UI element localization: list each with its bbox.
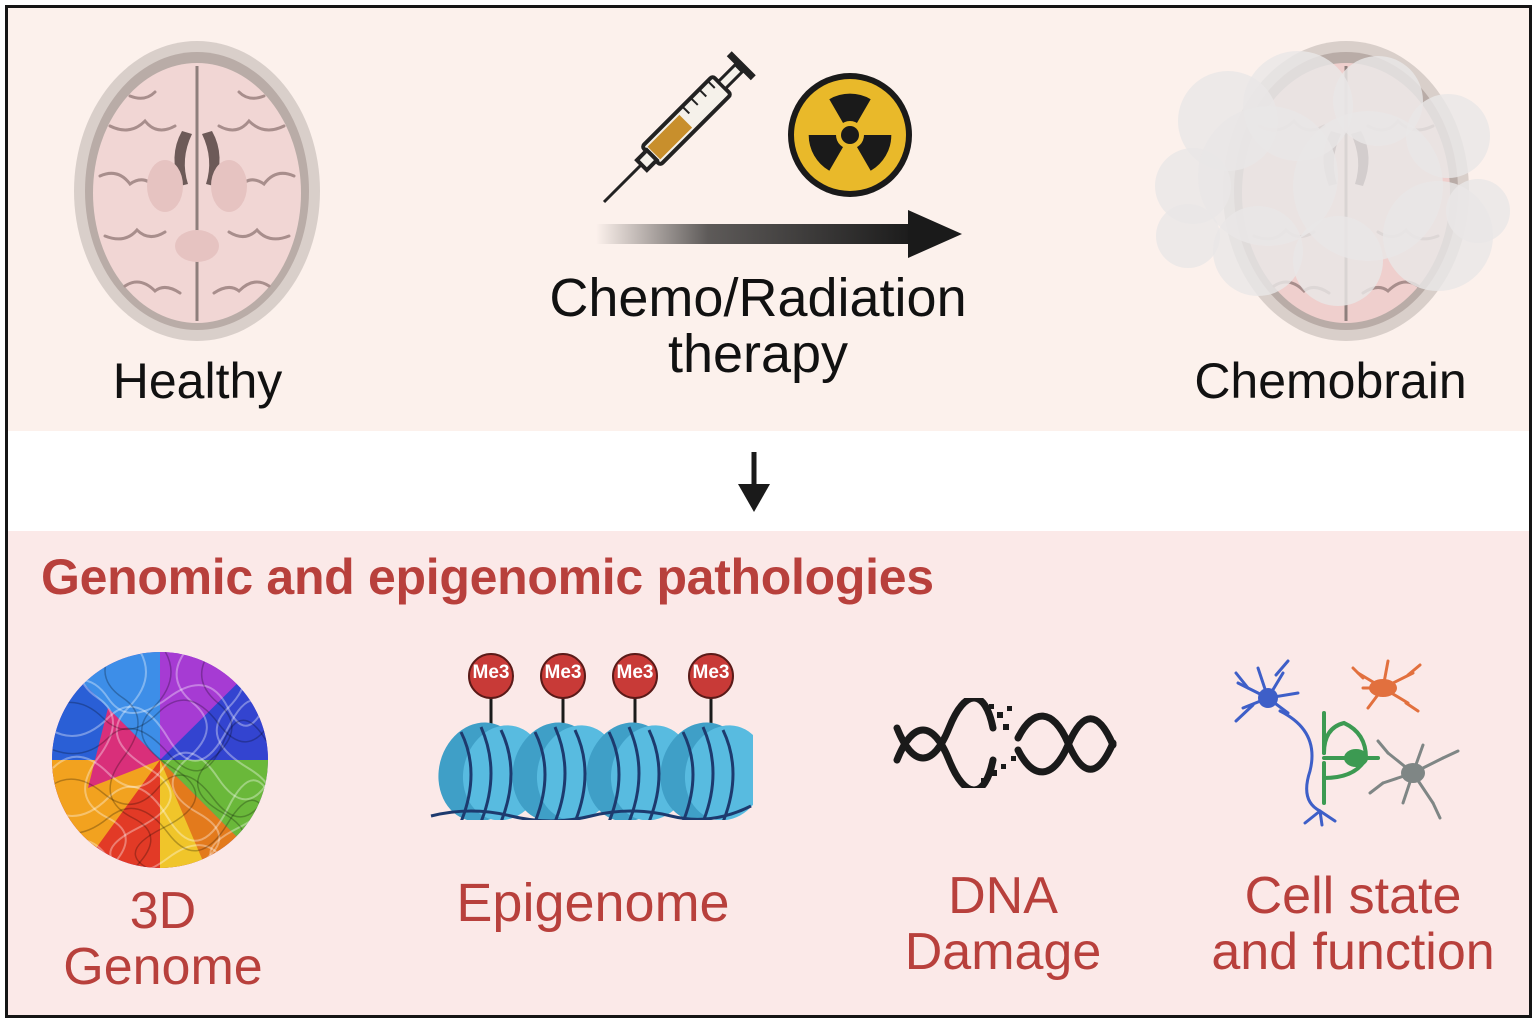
cell-state-icon: [1234, 659, 1460, 827]
therapy-label-line2: therapy: [667, 324, 849, 384]
chemobrain-icon: [1155, 41, 1510, 341]
methyl-tag-4: Me3: [692, 662, 730, 683]
3d-genome-label-line2: Genome: [63, 938, 263, 996]
dna-damage-icon: [893, 698, 1117, 788]
methyl-tag-2: Me3: [544, 662, 582, 683]
down-arrow-icon: [738, 452, 770, 512]
pathologies-heading: Genomic and epigenomic pathologies: [41, 549, 934, 605]
dna-damage-label-line1: DNA: [948, 867, 1058, 925]
3d-genome-label-line1: 3D: [129, 882, 197, 940]
3d-genome-icon: [52, 652, 268, 868]
dna-damage-label-line2: Damage: [904, 923, 1102, 981]
therapy-label-line1: Chemo/Radiation: [549, 268, 967, 328]
therapy-arrow-icon: [596, 210, 962, 258]
methyl-tag-1: Me3: [472, 662, 510, 683]
cell-state-label-line2: and function: [1211, 923, 1495, 981]
cell-state-label-line1: Cell state: [1244, 867, 1462, 925]
chemobrain-label: Chemobrain: [1194, 353, 1467, 409]
middle-band: [8, 431, 1529, 531]
syringe-icon: [602, 51, 756, 204]
epigenome-label: Epigenome: [456, 873, 730, 933]
radiation-icon: [788, 73, 912, 197]
healthy-label: Healthy: [112, 353, 283, 409]
epigenome-nucleosome-icon: [430, 653, 753, 820]
figure-frame: Healthy: [5, 5, 1532, 1018]
healthy-brain-icon: [74, 41, 320, 341]
methyl-tag-3: Me3: [616, 662, 654, 683]
